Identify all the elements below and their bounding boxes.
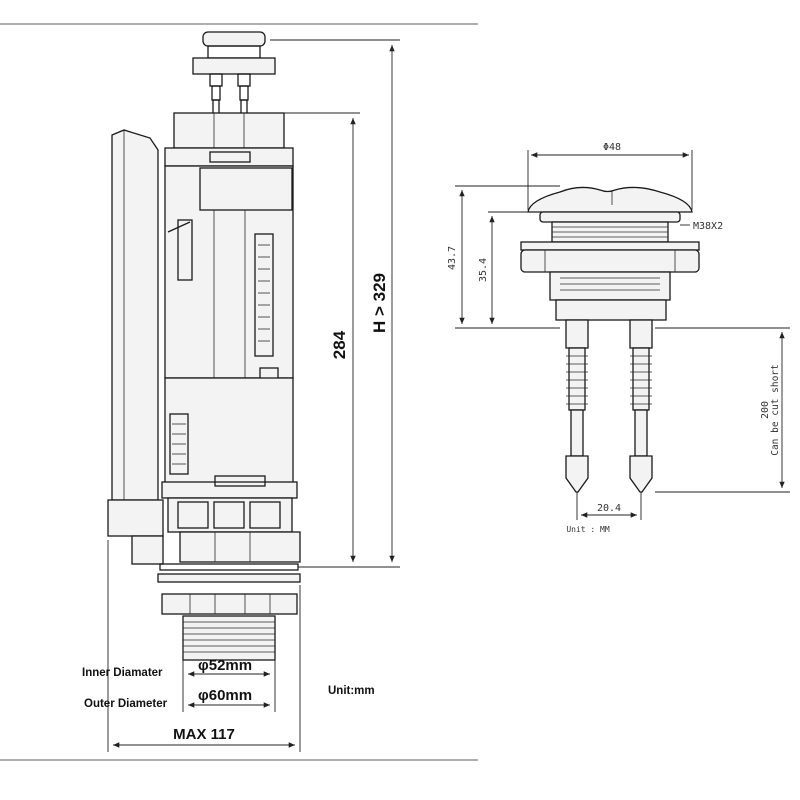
thread-dimension: M38X2	[693, 221, 723, 232]
threaded-outlet	[182, 615, 276, 661]
flush-valve-drawing	[107, 31, 301, 661]
right-unit-label: Unit : MM	[566, 525, 610, 534]
level-scale	[254, 233, 274, 357]
rod-length-dimension: 200	[760, 401, 771, 419]
inner-diameter-value: φ52mm	[198, 657, 252, 674]
mounting-nut	[520, 249, 700, 273]
max-height-dimension: H > 329	[370, 273, 389, 333]
rod-spacing-dimension: 20.4	[597, 503, 621, 514]
outer-diameter-value: φ60mm	[198, 687, 252, 704]
button-dome	[527, 186, 693, 213]
overflow-tube	[111, 129, 159, 501]
valve-button-cap	[202, 31, 266, 47]
push-button-drawing	[520, 186, 700, 493]
inner-diameter-label: Inner Diamater	[82, 667, 163, 679]
right-actuator-rod	[629, 319, 653, 493]
outer-diameter-label: Outer Diameter	[84, 698, 168, 710]
left-dimensions	[107, 39, 400, 752]
total-height-dimension: 43.7	[447, 246, 458, 270]
body-height-dimension: 35.4	[478, 258, 489, 282]
left-actuator-rod	[565, 319, 589, 493]
rod-cut-note: Can be cut short	[770, 364, 781, 456]
right-dimensions	[455, 150, 790, 520]
max-width-dimension: MAX 117	[173, 726, 235, 743]
height-dimension: 284	[330, 330, 349, 359]
button-diameter-dimension: Φ48	[603, 142, 621, 153]
valve-body	[164, 165, 294, 379]
unit-label: Unit:mm	[328, 685, 375, 697]
valve-head	[173, 112, 285, 149]
